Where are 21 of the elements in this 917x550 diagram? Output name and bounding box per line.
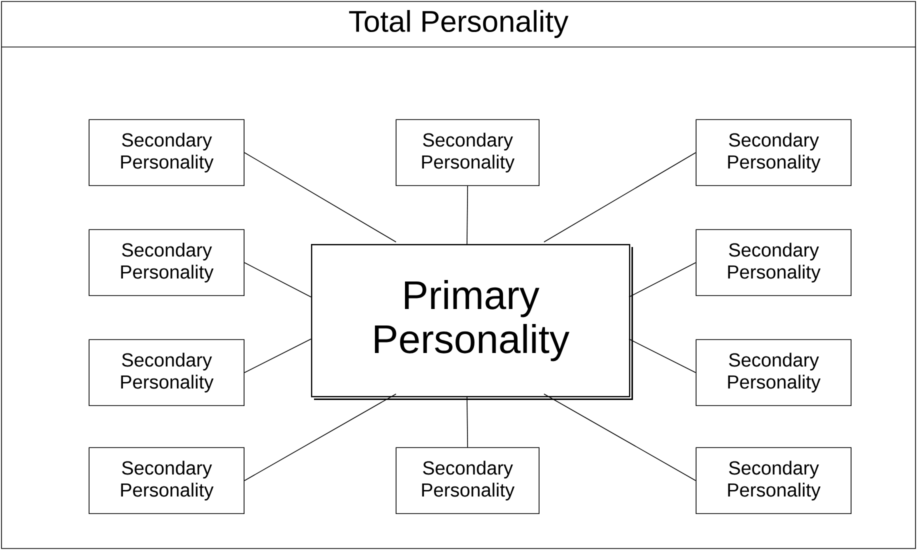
secondary-box: Secondary Personality	[696, 119, 852, 186]
connector-line	[244, 262, 312, 298]
secondary-box: Secondary Personality	[88, 229, 244, 296]
connector-line	[244, 394, 396, 481]
secondary-box: Secondary Personality	[696, 229, 852, 296]
connector-line	[466, 186, 468, 244]
secondary-box: Secondary Personality	[396, 447, 540, 514]
connector-line	[544, 152, 696, 242]
connector-line	[466, 396, 468, 448]
connector-line	[244, 152, 396, 242]
connector-line	[544, 394, 696, 481]
secondary-box: Secondary Personality	[88, 119, 244, 186]
secondary-box: Secondary Personality	[88, 339, 244, 406]
secondary-box: Secondary Personality	[696, 339, 852, 406]
connector-line	[628, 338, 696, 373]
primary-box: Primary Personality	[311, 244, 633, 400]
secondary-box: Secondary Personality	[696, 447, 852, 514]
connector-line	[244, 338, 312, 373]
secondary-box: Secondary Personality	[88, 447, 244, 514]
connector-line	[628, 262, 696, 298]
secondary-box: Secondary Personality	[396, 119, 540, 186]
